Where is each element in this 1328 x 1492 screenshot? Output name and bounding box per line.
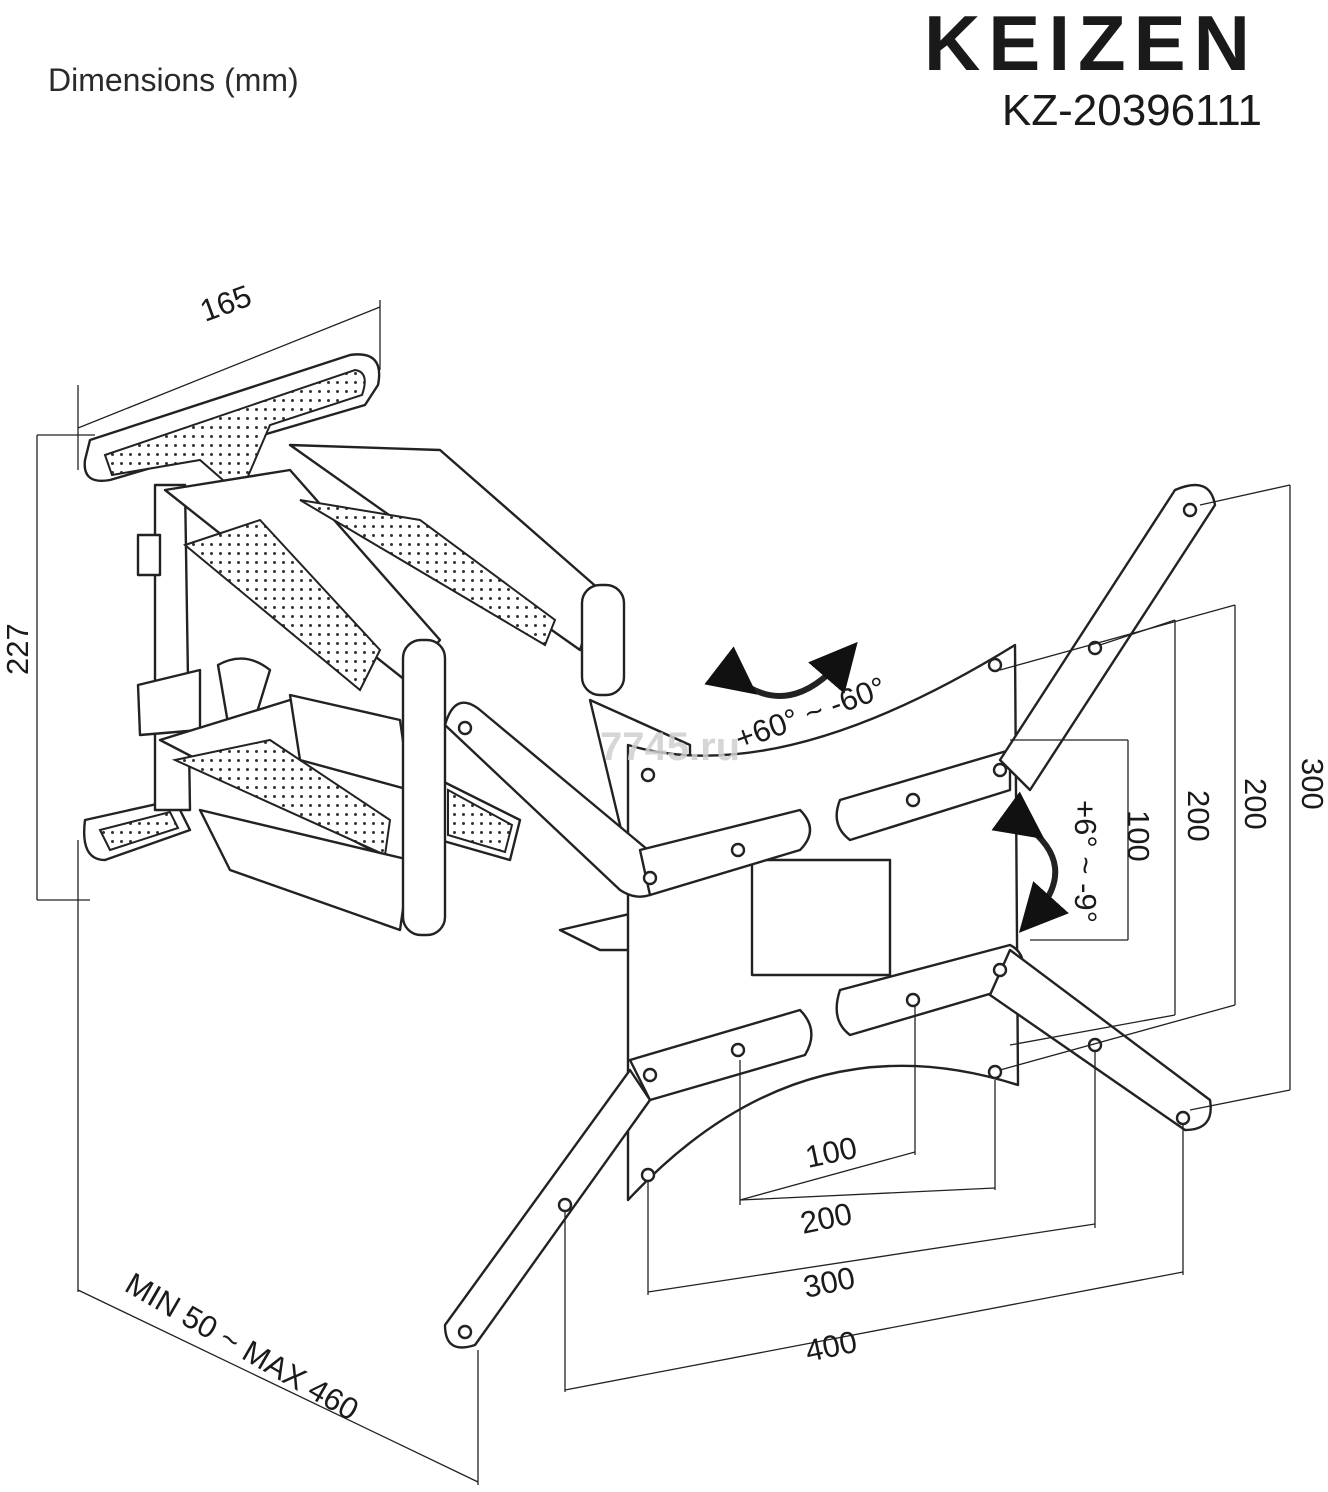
dim-vesa-v-100: 100 <box>1121 810 1156 862</box>
dim-vesa-h-100: 100 <box>802 1130 860 1175</box>
dimension-lines <box>36 300 1291 1485</box>
dim-vesa-h-200: 200 <box>797 1196 855 1241</box>
swivel-arrow-icon <box>704 641 858 699</box>
dim-vesa-v-200b: 200 <box>1238 778 1273 830</box>
dim-vesa-h-300: 300 <box>800 1260 858 1305</box>
diagram-title: Dimensions (mm) <box>48 62 299 98</box>
wall-plate <box>83 353 381 862</box>
dim-extension: MIN 50 ~ MAX 460 <box>120 1266 365 1428</box>
dim-vesa-v-300: 300 <box>1295 758 1328 810</box>
dim-height-227: 227 <box>0 623 35 675</box>
model-number: KZ-20396111 <box>1001 86 1262 135</box>
tilt-range-label: +6° ~ -9° <box>1068 800 1103 923</box>
watermark: 7745.ru <box>600 725 740 769</box>
vesa-cross-arms <box>443 483 1217 1349</box>
articulating-arms <box>158 443 692 952</box>
dim-vesa-v-200a: 200 <box>1181 790 1216 842</box>
brand-logo: KEIZEN <box>923 0 1258 87</box>
dim-width-165: 165 <box>195 278 256 329</box>
dim-vesa-h-400: 400 <box>802 1324 860 1369</box>
tilt-arrow-icon <box>991 791 1069 933</box>
